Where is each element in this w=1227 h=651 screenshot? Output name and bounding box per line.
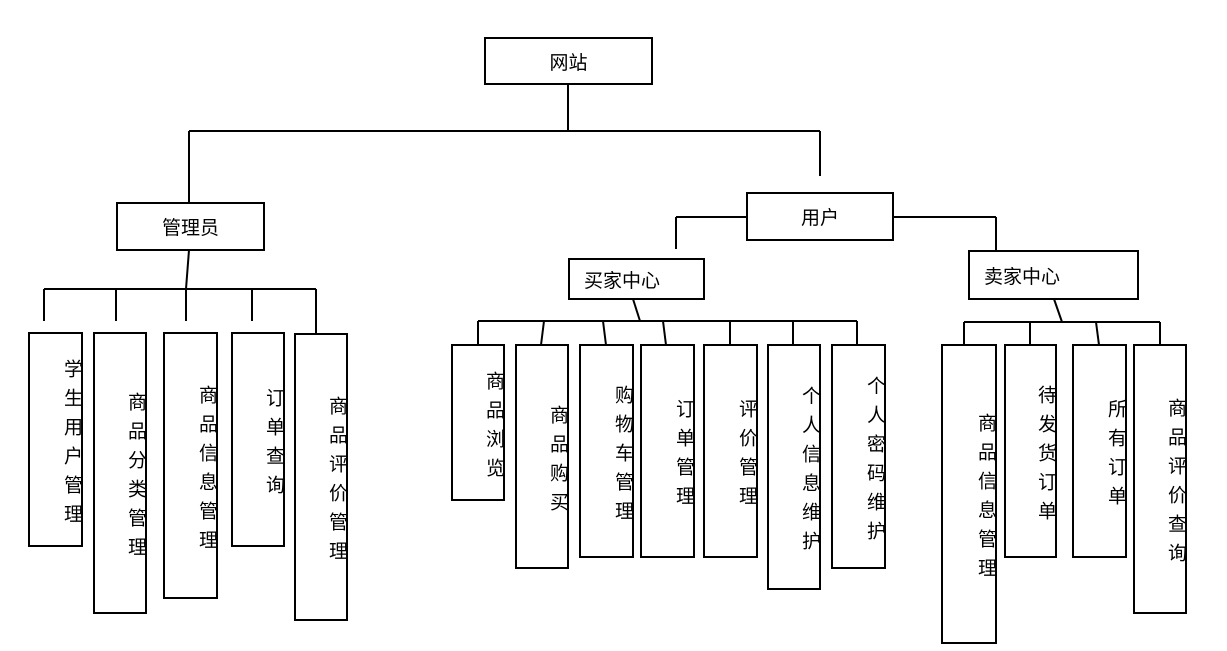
leaf-seller-product-info-mgmt: 商品信息管理 — [941, 344, 997, 644]
node-admin: 管理员 — [116, 202, 265, 251]
leaf-buyer-personal-info: 个人信息维护 — [767, 344, 821, 590]
node-root-label: 网站 — [549, 51, 588, 74]
leaf-buyer-password: 个人密码维护 — [831, 344, 886, 569]
node-buyer-center: 买家中心 — [568, 258, 705, 300]
leaf-seller-all-orders: 所有订单 — [1072, 344, 1127, 558]
leaf-buyer-browse: 商品浏览 — [451, 344, 505, 501]
leaf-seller-pending-orders: 待发货订单 — [1004, 344, 1057, 558]
leaf-buyer-order-mgmt: 订单管理 — [640, 344, 695, 558]
leaf-admin-review-mgmt: 商品评价管理 — [294, 333, 348, 621]
leaf-seller-review-query: 商品评价查询 — [1133, 344, 1187, 614]
node-seller-center: 卖家中心 — [968, 250, 1139, 300]
node-root: 网站 — [484, 37, 653, 85]
leaf-admin-student-user-mgmt: 学生用户管理 — [28, 332, 83, 547]
leaf-admin-product-info-mgmt: 商品信息管理 — [163, 332, 218, 599]
node-buyer-center-label: 买家中心 — [584, 269, 661, 292]
leaf-admin-category-mgmt: 商品分类管理 — [93, 332, 147, 614]
node-seller-center-label: 卖家中心 — [984, 265, 1061, 288]
leaf-buyer-purchase: 商品购买 — [515, 344, 569, 569]
node-admin-label: 管理员 — [161, 217, 219, 239]
leaf-buyer-cart-mgmt: 购物车管理 — [579, 344, 634, 558]
node-user: 用户 — [746, 192, 894, 241]
node-user-label: 用户 — [800, 207, 839, 229]
leaf-buyer-review-mgmt: 评价管理 — [703, 344, 758, 558]
leaf-admin-order-query: 订单查询 — [231, 332, 285, 547]
